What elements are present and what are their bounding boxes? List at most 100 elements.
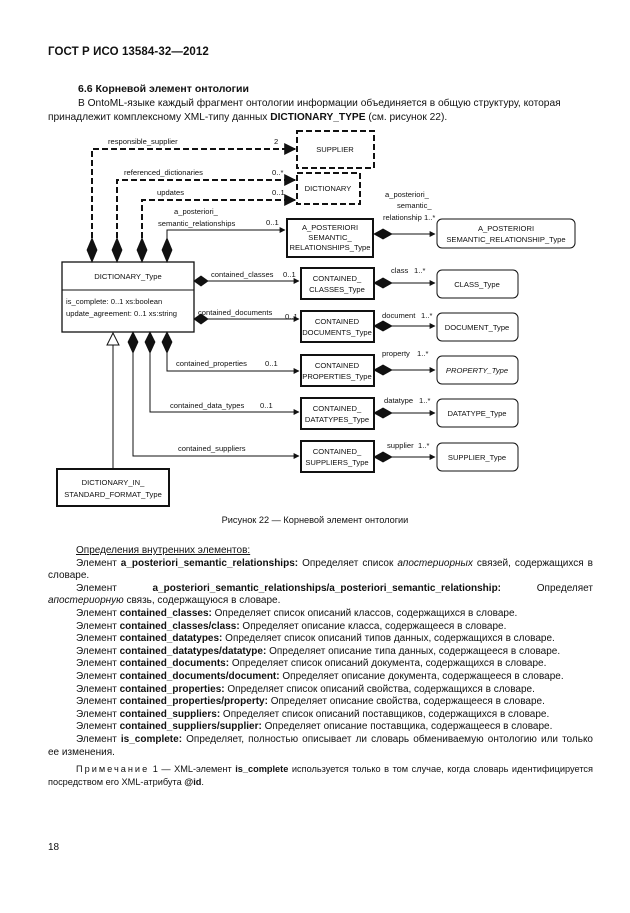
- dict-in-std-label-2: STANDARD_FORMAT_Type: [64, 490, 162, 499]
- definition-item: Элемент contained_suppliers/supplier: Оп…: [48, 721, 593, 734]
- document-type-box: [436, 312, 519, 342]
- definition-prefix: Элемент: [76, 696, 120, 708]
- apsr-label-3: RELATIONSHIPS_Type: [290, 243, 371, 252]
- aps-mult: 0..1: [266, 218, 279, 227]
- a-posteriori-line: [166, 227, 286, 238]
- page-header: ГОСТ Р ИСО 13584-32—2012: [48, 46, 209, 58]
- cdt-label-1: CONTAINED_: [313, 404, 362, 413]
- definition-text1: Определяет описание поставщика, содержащ…: [261, 721, 553, 733]
- contained-properties-label: contained_properties: [176, 359, 247, 368]
- dict-in-std-label-1: DICTIONARY_IN_: [82, 478, 146, 487]
- definition-text2: связь, содержащуюся в словаре.: [123, 595, 281, 607]
- dictionary-box: [296, 172, 361, 205]
- class-role-label: class: [391, 266, 409, 275]
- contained-properties-mult: 0..1: [265, 359, 278, 368]
- definition-text1: Определяет список описаний документа, со…: [229, 658, 547, 670]
- contained-datatypes-mult: 0..1: [260, 401, 273, 410]
- diamond-properties: [373, 364, 393, 376]
- cs-label-1: CONTAINED_: [313, 447, 362, 456]
- aps-label-2: semantic_relationships: [158, 219, 235, 228]
- definition-italic: апостериорных: [397, 557, 473, 569]
- definition-item: Элемент contained_properties/property: О…: [48, 696, 593, 709]
- definition-prefix: Элемент: [76, 670, 120, 682]
- class-type-box: [436, 269, 519, 299]
- cd-label-1: CONTAINED: [315, 317, 360, 326]
- class-role-mult: 1..*: [414, 266, 425, 275]
- apr-label-2: SEMANTIC_RELATIONSHIP_Type: [446, 235, 565, 244]
- supplier-role-label: supplier: [387, 441, 414, 450]
- datatype-role-label: datatype: [384, 396, 413, 405]
- document-role-label: document: [382, 311, 416, 320]
- updates-mult: 0..1: [272, 188, 285, 197]
- contained-suppliers-label: contained_suppliers: [178, 444, 246, 453]
- definition-text1: Определяет описание типа данных, содержа…: [266, 645, 561, 657]
- cc-label-1: CONTAINED_: [313, 274, 362, 283]
- aps-label-1: a_posteriori_: [174, 207, 219, 216]
- attr-is-complete: is_complete: 0..1 xs:boolean: [66, 297, 162, 306]
- definition-text1: Определяет список: [298, 557, 398, 569]
- a-posteriori-relationship-box: [436, 218, 576, 249]
- definition-term: contained_documents:: [119, 658, 230, 670]
- diamond-a-posteriori: [161, 236, 173, 264]
- definition-text2: связей, содержащихся в словаре.: [48, 557, 593, 582]
- definitions-title: Определения внутренних элементов:: [76, 545, 251, 556]
- definition-prefix: Элемент: [76, 733, 121, 745]
- definition-term: contained_suppliers:: [119, 708, 221, 720]
- aps-r-label-2: semantic_: [397, 201, 432, 210]
- definition-term: contained_classes:: [119, 607, 212, 619]
- responsible-supplier-line: [91, 143, 297, 238]
- diamond-contained-classes: [193, 275, 209, 287]
- supplier-type-box: [436, 442, 519, 472]
- diamond-classes: [373, 277, 393, 289]
- contained-suppliers-line: [132, 353, 300, 459]
- definition-prefix: Элемент: [76, 708, 120, 720]
- diamond-datatypes: [373, 407, 393, 419]
- definition-item: Элемент contained_documents/document: Оп…: [48, 671, 593, 684]
- definition-text1: Определяет список описаний свойства, сод…: [224, 683, 535, 695]
- cp-label-1: CONTAINED: [315, 361, 360, 370]
- supplier-box: [296, 130, 375, 169]
- document-role-mult: 1..*: [421, 311, 432, 320]
- ontology-root-diagram: SUPPLIER DICTIONARY DICTIONARY_Type is_c…: [56, 130, 576, 507]
- diamond-contained-suppliers: [127, 331, 139, 354]
- definition-term: is_complete:: [120, 733, 183, 745]
- definitions-block: Определения внутренних элементов: Элемен…: [48, 545, 593, 788]
- definition-prefix: Элемент: [76, 557, 121, 569]
- contained-documents-mult: 0..1: [285, 312, 298, 321]
- intro-text-before: В OntoML-языке каждый фрагмент онтологии…: [48, 98, 561, 123]
- contained-properties-box: [300, 354, 375, 387]
- contained-suppliers-box: [300, 440, 375, 473]
- definition-term: contained_documents/document:: [119, 670, 280, 682]
- diamond-apsr: [373, 228, 393, 240]
- aps-r-label-1: a_posteriori_: [385, 190, 430, 199]
- definition-item: Элемент contained_datatypes: Определяет …: [48, 633, 593, 646]
- intro-type-name: DICTIONARY_TYPE: [270, 112, 366, 123]
- responsible-supplier-label: responsible_supplier: [108, 137, 178, 146]
- inheritance-triangle: [106, 331, 120, 346]
- diamond-suppliers: [373, 451, 393, 463]
- section-title: 6.6 Корневой элемент онтологии: [78, 83, 249, 95]
- definition-text1: Определяет описание класса, содержащееся…: [239, 620, 507, 632]
- definition-prefix: Элемент: [76, 582, 153, 594]
- intro-paragraph: В OntoML-языке каждый фрагмент онтологии…: [48, 97, 593, 125]
- referenced-dictionaries-mult: 0..*: [272, 168, 283, 177]
- definition-item: Элемент contained_classes/class: Определ…: [48, 621, 593, 634]
- definition-item: Элемент is_complete: Определяет, полност…: [48, 734, 593, 759]
- definition-text1: Определяет описание свойства, содержащее…: [267, 696, 545, 708]
- definition-prefix: Элемент: [76, 658, 120, 670]
- property-role-mult: 1..*: [417, 349, 428, 358]
- definition-term: contained_classes/class:: [119, 620, 240, 632]
- contained-classes-box: [300, 267, 375, 300]
- responsible-supplier-mult: 2: [274, 137, 278, 146]
- definition-text1: Определяет список описаний типов данных,…: [222, 633, 555, 645]
- intro-text-after: (см. рисунок 22).: [365, 112, 448, 123]
- a-posteriori-relationships-box: [286, 218, 374, 258]
- dictionary-label: DICTIONARY: [305, 184, 352, 193]
- referenced-dictionaries-label: referenced_dictionaries: [124, 168, 203, 177]
- definition-italic: апостериорную: [48, 595, 124, 607]
- dictionary-type-label: DICTIONARY_Type: [94, 272, 161, 281]
- definition-item: Элемент contained_classes: Определяет сп…: [48, 608, 593, 621]
- definition-term: contained_properties/property:: [119, 696, 268, 708]
- definition-item: Элемент contained_documents: Определяет …: [48, 658, 593, 671]
- diamond-contained-documents: [193, 313, 209, 325]
